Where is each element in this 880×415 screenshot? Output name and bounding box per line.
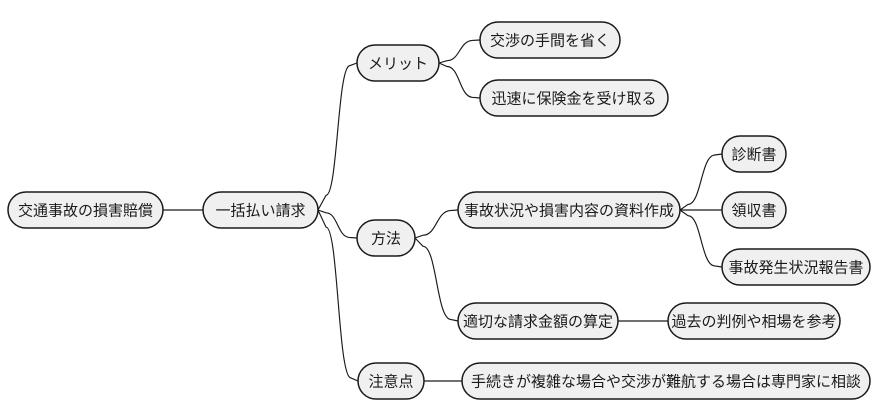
node-layer: 交通事故の損害賠償 一括払い請求 メリット 交渉の手間を省く迅速に保険金を受け取る方法… bbox=[7, 21, 871, 400]
node-label: 適切な請求金額の算定 bbox=[463, 313, 613, 331]
node-shape bbox=[356, 44, 440, 82]
node-shape bbox=[721, 248, 871, 286]
mindmap-edge bbox=[317, 62, 358, 211]
node-shape bbox=[202, 191, 319, 229]
mindmap-edge bbox=[414, 209, 459, 239]
mindmap-edge bbox=[679, 153, 723, 211]
node-shape bbox=[721, 191, 787, 229]
mindmap-node[interactable]: 交通事故の損害賠償 bbox=[7, 191, 164, 229]
mindmap-node[interactable]: 領収書 bbox=[721, 191, 787, 229]
node-shape bbox=[479, 21, 621, 59]
node-label: 事故発生状況報告書 bbox=[728, 259, 863, 277]
node-shape bbox=[356, 219, 416, 257]
node-shape bbox=[479, 79, 669, 117]
node-shape bbox=[457, 302, 619, 340]
node-label: 方法 bbox=[371, 230, 401, 248]
mindmap-edge bbox=[414, 237, 459, 322]
node-shape bbox=[357, 362, 425, 400]
mindmap-node[interactable]: 注意点 bbox=[357, 362, 425, 400]
node-label: 過去の判例や相場を参考 bbox=[671, 313, 836, 331]
node-label: 交通事故の損害賠償 bbox=[18, 202, 153, 220]
mindmap-node[interactable]: 事故状況や損害内容の資料作成 bbox=[457, 191, 681, 229]
node-shape bbox=[461, 362, 871, 400]
node-label: 領収書 bbox=[731, 202, 776, 220]
node-label: 注意点 bbox=[368, 373, 413, 391]
mindmap-node[interactable]: 迅速に保険金を受け取る bbox=[479, 79, 669, 117]
mindmap-node[interactable]: 適切な請求金額の算定 bbox=[457, 302, 619, 340]
node-shape bbox=[667, 302, 841, 340]
mindmap-node[interactable]: 過去の判例や相場を参考 bbox=[667, 302, 841, 340]
mindmap-node[interactable]: メリット bbox=[356, 44, 440, 82]
mindmap-edge bbox=[679, 209, 723, 268]
mindmap-edge bbox=[317, 209, 358, 239]
mindmap-node[interactable]: 交渉の手間を省く bbox=[479, 21, 621, 59]
node-shape bbox=[7, 191, 164, 229]
mindmap-node[interactable]: 手続きが複雑な場合や交渉が難航する場合は専門家に相談 bbox=[461, 362, 871, 400]
mindmap-node[interactable]: 方法 bbox=[356, 219, 416, 257]
node-shape bbox=[721, 135, 787, 173]
node-label: 診断書 bbox=[731, 146, 776, 164]
node-label: 手続きが複雑な場合や交渉が難航する場合は専門家に相談 bbox=[471, 373, 861, 391]
mindmap-edge bbox=[438, 62, 481, 99]
mindmap-node[interactable]: 事故発生状況報告書 bbox=[721, 248, 871, 286]
edge-layer bbox=[162, 39, 723, 382]
node-label: メリット bbox=[368, 55, 428, 73]
node-shape bbox=[457, 191, 681, 229]
node-label: 交渉の手間を省く bbox=[490, 32, 610, 50]
mindmap-node[interactable]: 診断書 bbox=[721, 135, 787, 173]
node-label: 一括払い請求 bbox=[215, 202, 305, 220]
mindmap-edge bbox=[317, 209, 359, 382]
node-label: 事故状況や損害内容の資料作成 bbox=[464, 202, 674, 220]
node-label: 迅速に保険金を受け取る bbox=[491, 90, 656, 108]
mindmap-edge bbox=[438, 39, 481, 64]
mindmap-node[interactable]: 一括払い請求 bbox=[202, 191, 319, 229]
